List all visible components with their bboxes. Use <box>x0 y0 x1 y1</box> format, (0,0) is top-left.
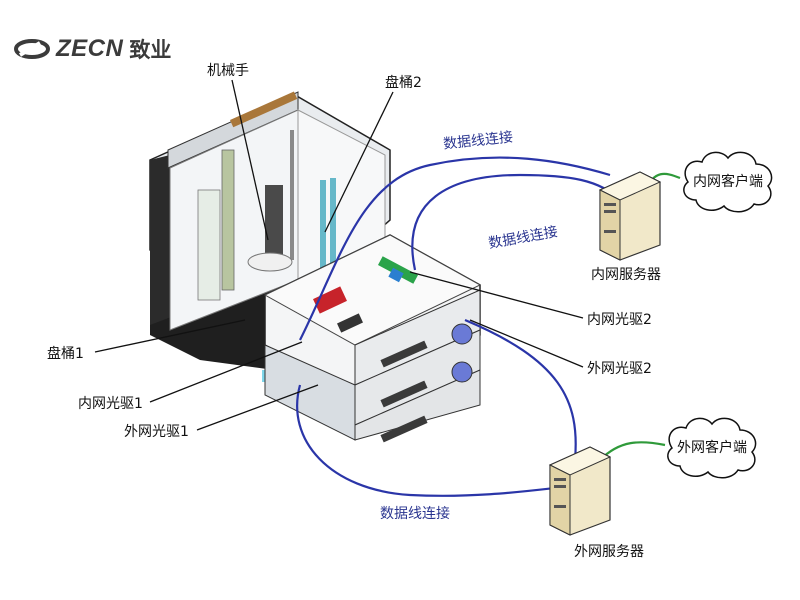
leader-lines <box>94 79 584 431</box>
label-outer-server: 外网服务器 <box>574 544 644 560</box>
data-cables <box>296 156 621 497</box>
inner-server-icon <box>598 171 662 261</box>
label-inner-drive2: 内网光驱2 <box>587 312 652 328</box>
label-outer-drive2: 外网光驱2 <box>587 361 652 377</box>
inner-client-label: 内网客户端 <box>693 173 763 190</box>
cable-inner-drive2 <box>411 173 621 271</box>
outer-client-cloud: 外网客户端 <box>667 417 757 479</box>
brand-logo: ZECN 致业 <box>14 34 171 64</box>
cable-inner-drive1 <box>299 156 611 341</box>
label-bin1: 盘桶1 <box>47 346 84 362</box>
outer-server-icon <box>548 446 612 536</box>
outer-client-label: 外网客户端 <box>677 439 747 456</box>
cable-outer-drive2 <box>464 318 577 480</box>
label-arm: 机械手 <box>207 63 249 79</box>
label-inner-drive1: 内网光驱1 <box>78 396 143 412</box>
drive-stack <box>263 234 482 443</box>
cable-outer-drive1 <box>296 384 556 497</box>
label-bin2: 盘桶2 <box>385 75 422 91</box>
label-outer-drive1: 外网光驱1 <box>124 424 189 440</box>
brand-mark: ZECN <box>56 35 124 62</box>
label-inner-server: 内网服务器 <box>591 267 661 283</box>
brand-name: 致业 <box>129 38 172 62</box>
brand-swoosh-icon <box>14 39 50 59</box>
inner-client-cloud: 内网客户端 <box>683 151 773 213</box>
label-data-link-bottom: 数据线连接 <box>380 506 450 522</box>
